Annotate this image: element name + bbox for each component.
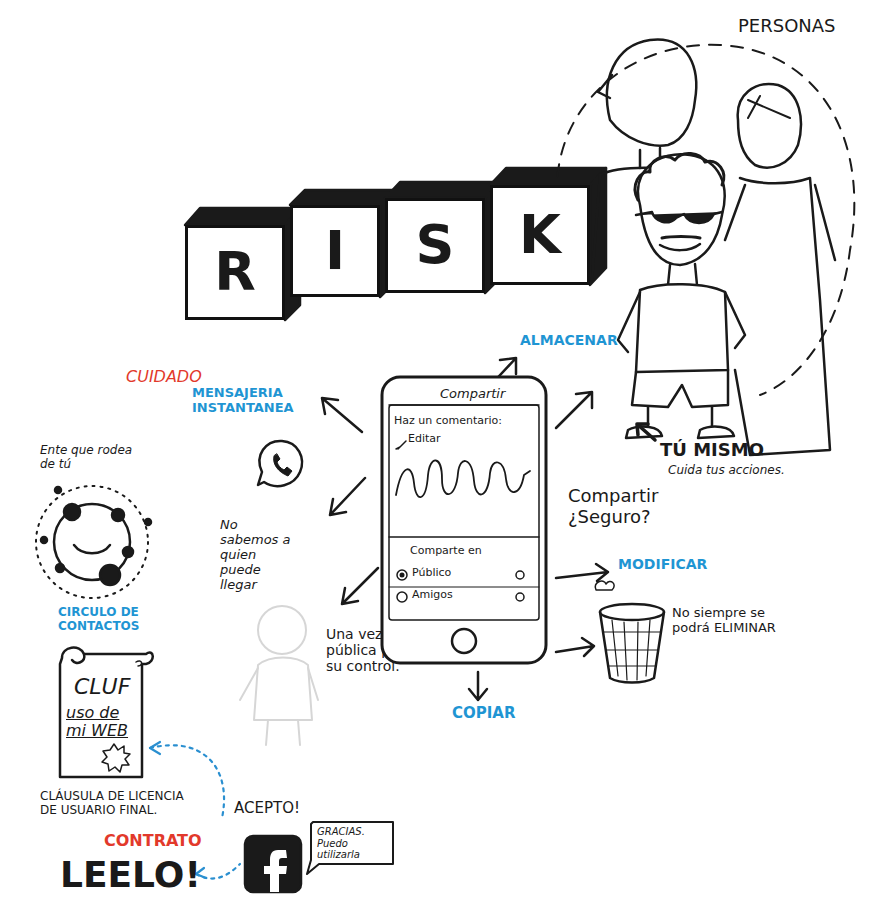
license-scroll: CLUF uso de mi WEB <box>50 640 150 785</box>
action-label: COPIAR <box>452 705 516 722</box>
warning-word: CUIDADO <box>126 368 202 386</box>
callout-title: TÚ MISMO <box>660 440 764 461</box>
action-label: MODIFICAR <box>618 556 707 572</box>
person-figure-you <box>618 153 745 438</box>
warning-word: CONTRATO <box>104 832 202 850</box>
node-text: Público <box>412 567 451 580</box>
question-note: Compartir ¿Seguro? <box>568 486 688 527</box>
big-imperative: LEELO! <box>60 854 201 895</box>
node-text: Amigos <box>412 589 453 602</box>
node-text: Compartir <box>440 387 505 402</box>
contacts-circle <box>36 486 151 598</box>
person-figure <box>725 84 835 455</box>
cube-letter: I <box>325 220 345 282</box>
node-text: Comparte en <box>410 545 482 558</box>
share-arrows <box>322 358 608 700</box>
risk-cube: I <box>290 205 380 297</box>
risk-label: CIRCULO DE CONTACTOS <box>58 606 168 634</box>
trash-bin <box>595 581 664 682</box>
node-text: CLUF <box>74 674 130 699</box>
faded-person <box>240 606 318 745</box>
cube-letter: R <box>214 241 256 303</box>
node-text: GRACIAS. Puedo utilizarla <box>317 826 391 861</box>
speech-exclamation: ACEPTO! <box>234 800 300 817</box>
speech-bubble: GRACIAS. Puedo utilizarla <box>305 818 397 868</box>
facebook-icon <box>245 836 301 892</box>
node-text: Haz un comentario: <box>394 415 502 428</box>
cube-letter: S <box>416 214 455 276</box>
whatsapp-icon <box>258 441 302 486</box>
risk-cube: S <box>385 198 485 293</box>
note: Cuida tus acciones. <box>668 464 785 478</box>
note: No siempre se podrá ELIMINAR <box>672 606 776 636</box>
section-title: PERSONAS <box>738 16 836 37</box>
risk-cube-shading <box>185 168 606 320</box>
note: CLÁUSULA DE LICENCIA DE USUARIO FINAL. <box>40 790 190 818</box>
contract-link-head <box>150 742 160 754</box>
risk-label: MENSAJERIA INSTANTANEA <box>192 386 312 416</box>
node-text: Editar <box>408 433 441 446</box>
node-text: uso de mi WEB <box>66 704 136 741</box>
cube-letter: K <box>519 204 561 266</box>
risk-cube: R <box>185 225 285 320</box>
note: Ente que rodea de tú <box>40 444 136 472</box>
smartphone: CompartirHaz un comentario: EditarCompart… <box>380 375 548 665</box>
pointer-arrow <box>637 424 655 440</box>
note: No sabemos a quien puede llegar <box>220 518 296 593</box>
risk-cube: K <box>490 185 590 285</box>
action-label: ALMACENAR <box>520 332 618 348</box>
